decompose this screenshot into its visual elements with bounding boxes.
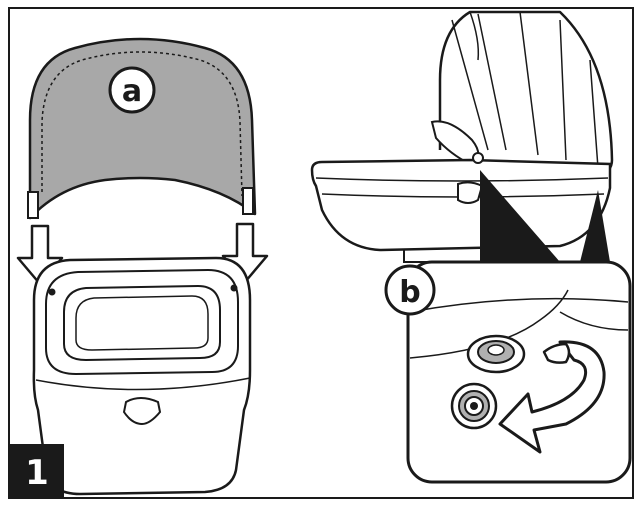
callout-a-label: a bbox=[122, 74, 142, 109]
carrycot-side-view bbox=[310, 10, 614, 263]
detail-panel-b bbox=[406, 260, 632, 484]
snap-stud-top bbox=[466, 334, 526, 374]
left-attach-point bbox=[48, 288, 56, 296]
callout-b-label: b bbox=[399, 275, 420, 310]
step-number: 1 bbox=[25, 453, 49, 493]
zoom-indicator bbox=[480, 170, 610, 262]
callout-a: a bbox=[108, 66, 156, 114]
canopy-right-clip bbox=[242, 187, 254, 215]
callout-b: b bbox=[384, 264, 436, 316]
canopy-left-clip bbox=[27, 191, 39, 219]
right-attach-point bbox=[230, 284, 238, 292]
rotate-arrow-icon bbox=[498, 340, 606, 454]
canopy-pivot bbox=[472, 152, 484, 164]
carrycot-body bbox=[32, 256, 252, 496]
step-badge: 1 bbox=[10, 444, 64, 498]
canopy-a bbox=[27, 37, 257, 220]
snap-stud-bottom bbox=[450, 382, 498, 430]
